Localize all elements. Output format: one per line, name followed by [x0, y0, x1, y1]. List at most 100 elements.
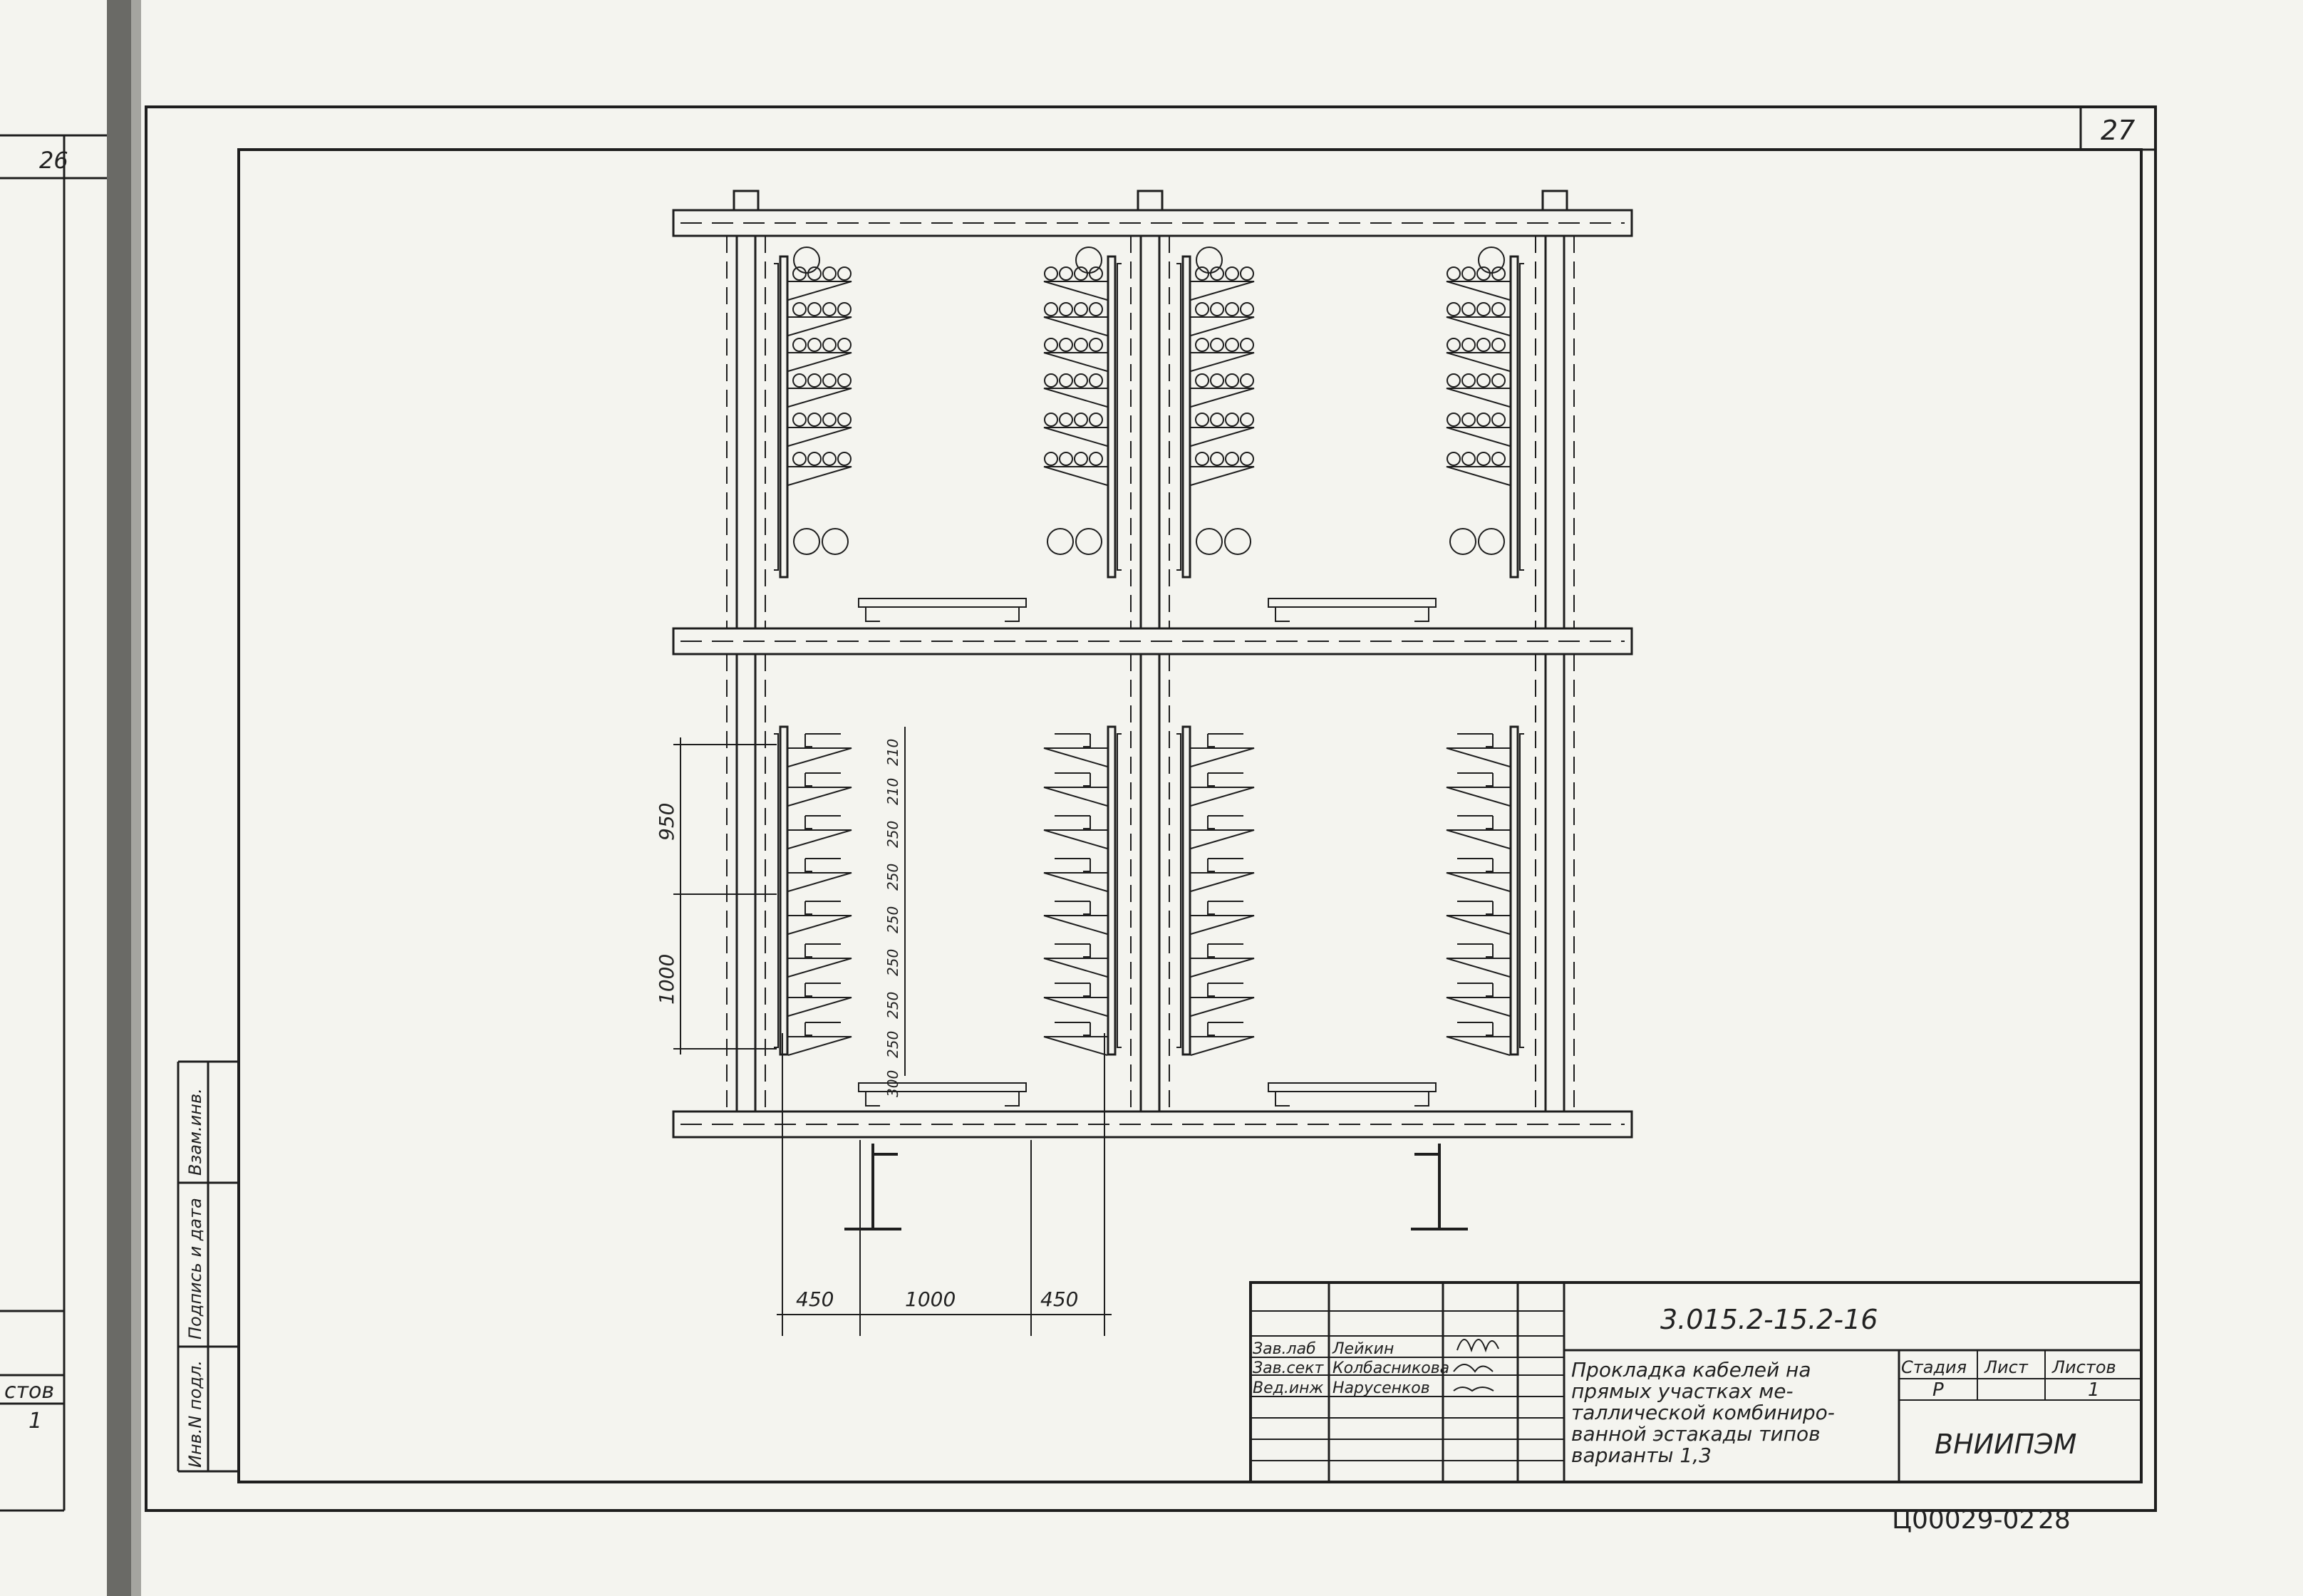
shelf-lr1-7 — [1190, 1036, 1255, 1056]
cable-ur2-1-3 — [1447, 302, 1461, 316]
tray-lr1-5 — [1207, 943, 1243, 958]
bottom-document-code: Ц00029-02 — [1892, 1506, 2035, 1535]
large-cable-b-1 — [1047, 528, 1074, 555]
shelf-dim-1: 210 — [884, 778, 901, 805]
shelf-dim-2: 250 — [884, 821, 901, 848]
shelf-dim-0: 210 — [884, 739, 901, 766]
shelf-ll2-5 — [1043, 958, 1108, 978]
shelf-ll1-4 — [787, 915, 852, 935]
cable-ur1-3-0 — [1195, 373, 1209, 388]
cable-ur2-2-3 — [1447, 338, 1461, 352]
cable-ul2-3-0 — [1089, 373, 1103, 388]
shelf-ul1-0 — [787, 281, 852, 301]
column-lower-1 — [1139, 653, 1161, 1113]
cable-ul2-5-3 — [1044, 452, 1058, 466]
left-page-number: 26 — [39, 147, 68, 174]
stage-value: Р — [1932, 1379, 1944, 1401]
shelf-ur1-1 — [1190, 316, 1255, 336]
cable-ur2-5-0 — [1491, 452, 1506, 466]
binding-shadow — [107, 0, 131, 1596]
tray-lr1-6 — [1207, 983, 1243, 997]
cable-ur2-1-1 — [1476, 302, 1491, 316]
cable-ur1-1-1 — [1210, 302, 1224, 316]
shelf-ul1-3 — [787, 388, 852, 408]
cable-ul2-2-0 — [1089, 338, 1103, 352]
cable-ur1-3-1 — [1210, 373, 1224, 388]
large-cable-b-0 — [822, 528, 849, 555]
shelf-ul2-1 — [1043, 316, 1108, 336]
cable-ur2-3-2 — [1461, 373, 1476, 388]
stamp-inv-label: Инв.N подл. — [185, 1360, 205, 1468]
cable-ul1-4-3 — [837, 413, 852, 427]
left-page-sheets-value: 1 — [29, 1409, 42, 1434]
cable-ul2-5-2 — [1059, 452, 1073, 466]
tray-lr2-5 — [1457, 943, 1494, 958]
bundle-a-2 — [1196, 247, 1223, 274]
shelf-ur1-3 — [1190, 388, 1255, 408]
outer-frame — [145, 105, 2157, 1512]
title-line-4: варианты 1,3 — [1571, 1444, 1712, 1467]
tray-ll2-3 — [1055, 858, 1091, 872]
shelf-lr2-3 — [1446, 872, 1511, 892]
shelf-ll1-3 — [787, 872, 852, 892]
cable-ur1-3-3 — [1240, 373, 1254, 388]
cable-ul2-2-2 — [1059, 338, 1073, 352]
cable-ur2-5-2 — [1461, 452, 1476, 466]
tray-lr2-7 — [1457, 1022, 1494, 1036]
cable-ur1-1-2 — [1225, 302, 1239, 316]
shelf-ul2-3 — [1043, 388, 1108, 408]
cable-ur1-0-1 — [1210, 266, 1224, 281]
shelf-ll1-0 — [787, 747, 852, 767]
tray-lr1-7 — [1207, 1022, 1243, 1036]
tray-lr2-6 — [1457, 983, 1494, 997]
cable-ul1-3-2 — [822, 373, 837, 388]
cable-ul2-4-0 — [1089, 413, 1103, 427]
cable-ur1-0-3 — [1240, 266, 1254, 281]
shelf-ll1-6 — [787, 997, 852, 1017]
shelf-ll2-4 — [1043, 915, 1108, 935]
shelf-ul1-5 — [787, 466, 852, 486]
cable-ur2-4-3 — [1447, 413, 1461, 427]
sheets-header: Листов — [2051, 1357, 2116, 1377]
tray-ll1-3 — [804, 858, 841, 872]
walkway-plate-1 — [1268, 598, 1437, 608]
tray-ll2-2 — [1055, 815, 1091, 829]
cable-ur1-2-3 — [1240, 338, 1254, 352]
cable-ul2-2-1 — [1074, 338, 1088, 352]
cable-ul1-5-1 — [807, 452, 822, 466]
cable-ur2-2-2 — [1461, 338, 1476, 352]
page-number-box — [2079, 105, 2157, 151]
cable-ul1-1-2 — [822, 302, 837, 316]
support-post-1 — [1414, 1144, 1441, 1229]
walkway-channel-2 — [865, 1092, 1020, 1107]
walkway-plate-2 — [858, 1082, 1027, 1092]
cable-ur1-0-0 — [1195, 266, 1209, 281]
tray-lr1-0 — [1207, 733, 1243, 747]
tray-ll2-4 — [1055, 901, 1091, 915]
cable-ul1-2-0 — [792, 338, 807, 352]
dim-horizontal-450-right: 450 — [1040, 1287, 1078, 1311]
shelf-ul1-1 — [787, 316, 852, 336]
stamp-replace-label: Взам.инв. — [185, 1088, 205, 1176]
cable-ul2-1-3 — [1044, 302, 1058, 316]
shelf-dim-4: 250 — [884, 906, 901, 933]
designation-code: 3.015.2-15.2-16 — [1660, 1304, 1878, 1335]
shelf-dim-3: 250 — [884, 864, 901, 891]
tray-ll2-5 — [1055, 943, 1091, 958]
rack-post-ll1 — [779, 725, 789, 1056]
shelf-lr1-1 — [1190, 787, 1255, 807]
cable-ul2-3-2 — [1059, 373, 1073, 388]
shelf-dim-8: 300 — [884, 1070, 901, 1097]
cable-ul2-3-1 — [1074, 373, 1088, 388]
cable-ur1-2-0 — [1195, 338, 1209, 352]
tray-ll1-2 — [804, 815, 841, 829]
rack-bracket-ul1 — [774, 263, 779, 571]
column-lower-0 — [735, 653, 757, 1113]
shelf-ur1-0 — [1190, 281, 1255, 301]
shelf-dim-7: 250 — [884, 1031, 901, 1058]
cable-ur2-1-0 — [1491, 302, 1506, 316]
cable-ur2-2-0 — [1491, 338, 1506, 352]
walkway-channel-0 — [865, 607, 1020, 622]
cable-ur1-4-2 — [1225, 413, 1239, 427]
